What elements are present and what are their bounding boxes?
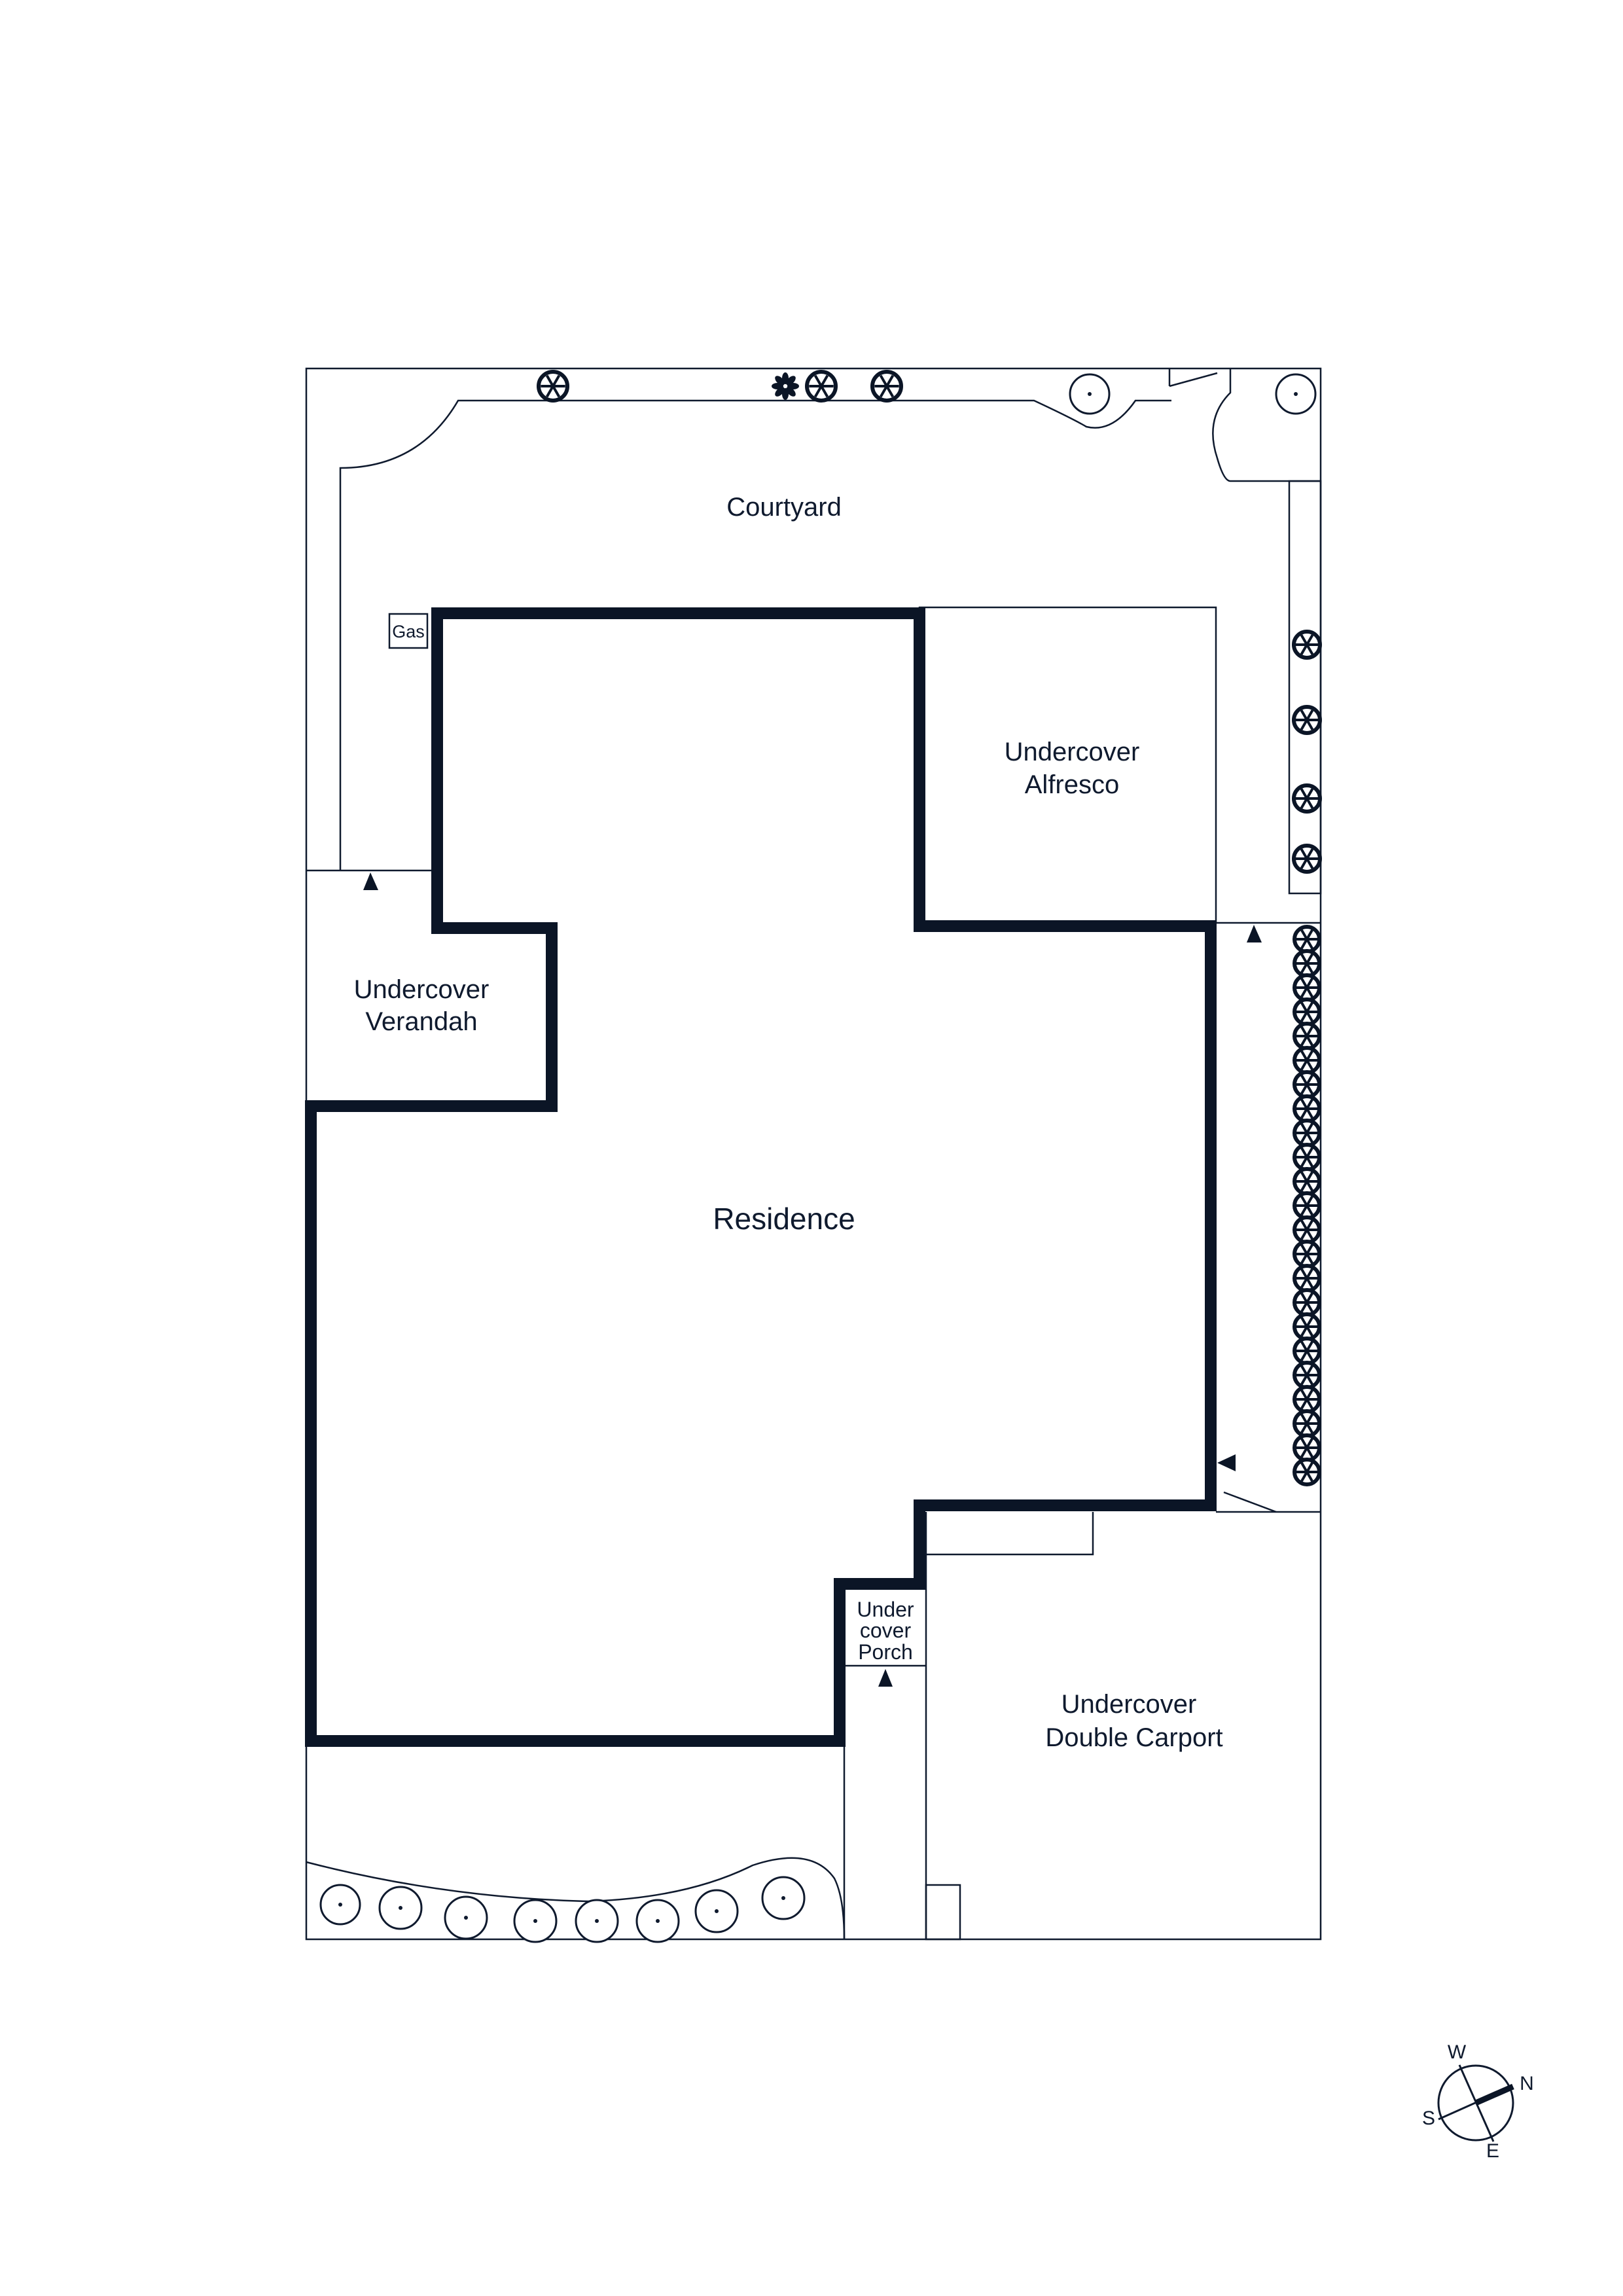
shrub-dark-icon bbox=[1293, 1361, 1321, 1390]
shrub-dark-icon bbox=[1293, 1070, 1321, 1099]
shrub-icon bbox=[513, 1899, 558, 1943]
compass-ring bbox=[1437, 2064, 1514, 2142]
front-garden-bed bbox=[306, 1857, 846, 1940]
shrub-dark-icon bbox=[1293, 1119, 1321, 1147]
compass-north: N bbox=[1520, 2073, 1534, 2094]
courtyard-path-outline bbox=[339, 399, 1171, 870]
shrub-dark-icon bbox=[1293, 925, 1321, 954]
porch-entry-marker bbox=[878, 1669, 893, 1687]
gas-label: Gas bbox=[392, 622, 425, 641]
gas-meter-box bbox=[388, 613, 429, 649]
side-garden-bed bbox=[1288, 480, 1322, 895]
shrub-dark-icon bbox=[870, 370, 903, 403]
shrub-icon bbox=[319, 1884, 361, 1926]
shrub-icon bbox=[694, 1889, 739, 1933]
shrub-dark-icon bbox=[1293, 1240, 1321, 1268]
shrub-dark-icon bbox=[1293, 1022, 1321, 1050]
shrub-dark-icon bbox=[1293, 1458, 1321, 1486]
shrub-dark-icon bbox=[1293, 1264, 1321, 1293]
shrub-dark-icon bbox=[537, 370, 569, 403]
shrub-icon bbox=[575, 1899, 619, 1943]
shrub-dark-icon bbox=[805, 370, 838, 403]
compass-south: S bbox=[1422, 2108, 1435, 2129]
shrub-dark-icon bbox=[1293, 1046, 1321, 1075]
side-door-swing bbox=[1223, 1491, 1277, 1513]
shrub-dark-icon bbox=[1293, 1094, 1321, 1123]
side-entry-marker bbox=[1247, 925, 1262, 942]
shrub-icon bbox=[761, 1876, 806, 1920]
residence-label: Residence bbox=[713, 1202, 855, 1236]
shrub-dark-icon bbox=[1293, 1312, 1321, 1341]
shrub-icon bbox=[1275, 373, 1317, 415]
shrub-dark-icon bbox=[1293, 1385, 1321, 1414]
verandah-label-line1: Undercover bbox=[354, 975, 490, 1004]
shrub-dark-icon bbox=[1293, 997, 1321, 1026]
alfresco-label-line2: Alfresco bbox=[1025, 770, 1120, 799]
shrub-icon bbox=[378, 1886, 423, 1930]
shrub-dark-icon bbox=[1293, 949, 1321, 978]
porch-label-line2: cover bbox=[860, 1619, 912, 1642]
shrub-dark-icon bbox=[1293, 1336, 1321, 1365]
shrub-dark-icon bbox=[1293, 1167, 1321, 1196]
shrub-dark-icon bbox=[1293, 1215, 1321, 1244]
gate-swing-top bbox=[1169, 372, 1218, 387]
shrub-icon bbox=[635, 1899, 680, 1943]
flower-icon bbox=[772, 372, 799, 400]
compass-west: W bbox=[1448, 2041, 1467, 2063]
verandah-label-line2: Verandah bbox=[365, 1007, 477, 1036]
side-door-marker bbox=[1217, 1454, 1236, 1471]
carport-bin bbox=[925, 1884, 961, 1941]
carport-label-line1: Undercover bbox=[1061, 1690, 1197, 1719]
shrub-dark-icon bbox=[1293, 1143, 1321, 1172]
compass-east: E bbox=[1486, 2140, 1499, 2162]
verandah-entry-marker bbox=[363, 872, 378, 890]
porch-label-line1: Under bbox=[857, 1598, 914, 1621]
shrub-dark-icon bbox=[1293, 973, 1321, 1002]
shrub-icon bbox=[444, 1895, 488, 1940]
shrub-dark-icon bbox=[1292, 705, 1322, 735]
shrub-dark-icon bbox=[1293, 1191, 1321, 1220]
shrub-dark-icon bbox=[1293, 1409, 1321, 1438]
carport-bench bbox=[926, 1512, 1094, 1556]
carport-label-line2: Double Carport bbox=[1045, 1723, 1222, 1752]
shrub-dark-icon bbox=[1293, 1288, 1321, 1317]
courtyard-right-arc bbox=[1212, 368, 1321, 482]
shrubs-light bbox=[319, 373, 1317, 1943]
residence-walls bbox=[305, 607, 1217, 1747]
shrub-icon bbox=[1069, 373, 1111, 415]
shrub-dark-icon bbox=[1292, 783, 1322, 814]
alfresco-label-line1: Undercover bbox=[1005, 738, 1140, 766]
shrub-dark-icon bbox=[1292, 630, 1322, 660]
compass-north-pointer bbox=[1474, 2083, 1514, 2106]
shrub-dark-icon bbox=[1293, 1433, 1321, 1462]
courtyard-label: Courtyard bbox=[726, 493, 842, 522]
porch-label-line3: Porch bbox=[858, 1640, 913, 1664]
shrubs-dark bbox=[537, 370, 1322, 1486]
compass: W N S E bbox=[1422, 2041, 1534, 2162]
shrub-dark-icon bbox=[1292, 844, 1322, 874]
